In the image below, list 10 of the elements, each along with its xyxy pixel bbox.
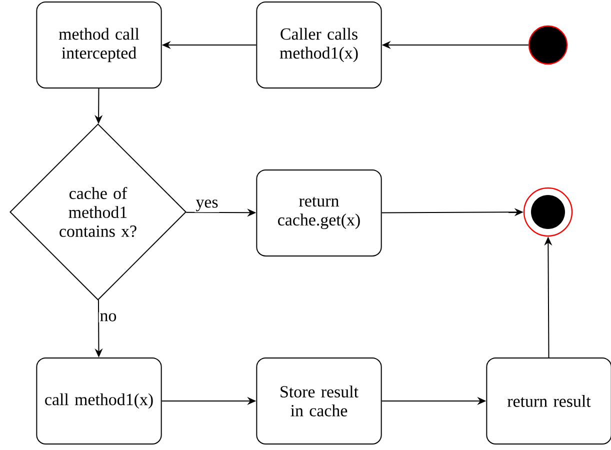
process-box: Caller calls method1(x) [256,2,382,88]
edge-label: yes [196,200,218,212]
process-box: call method1(x) [36,358,162,444]
end-circle [523,187,573,237]
edge-label: no [100,313,116,322]
process-box: Store result in cache [256,358,382,444]
process-box: return result [486,358,611,444]
start-circle [528,25,568,65]
process-box: method call intercepted [36,2,162,88]
process-box: return cache.get(x) [256,170,382,256]
